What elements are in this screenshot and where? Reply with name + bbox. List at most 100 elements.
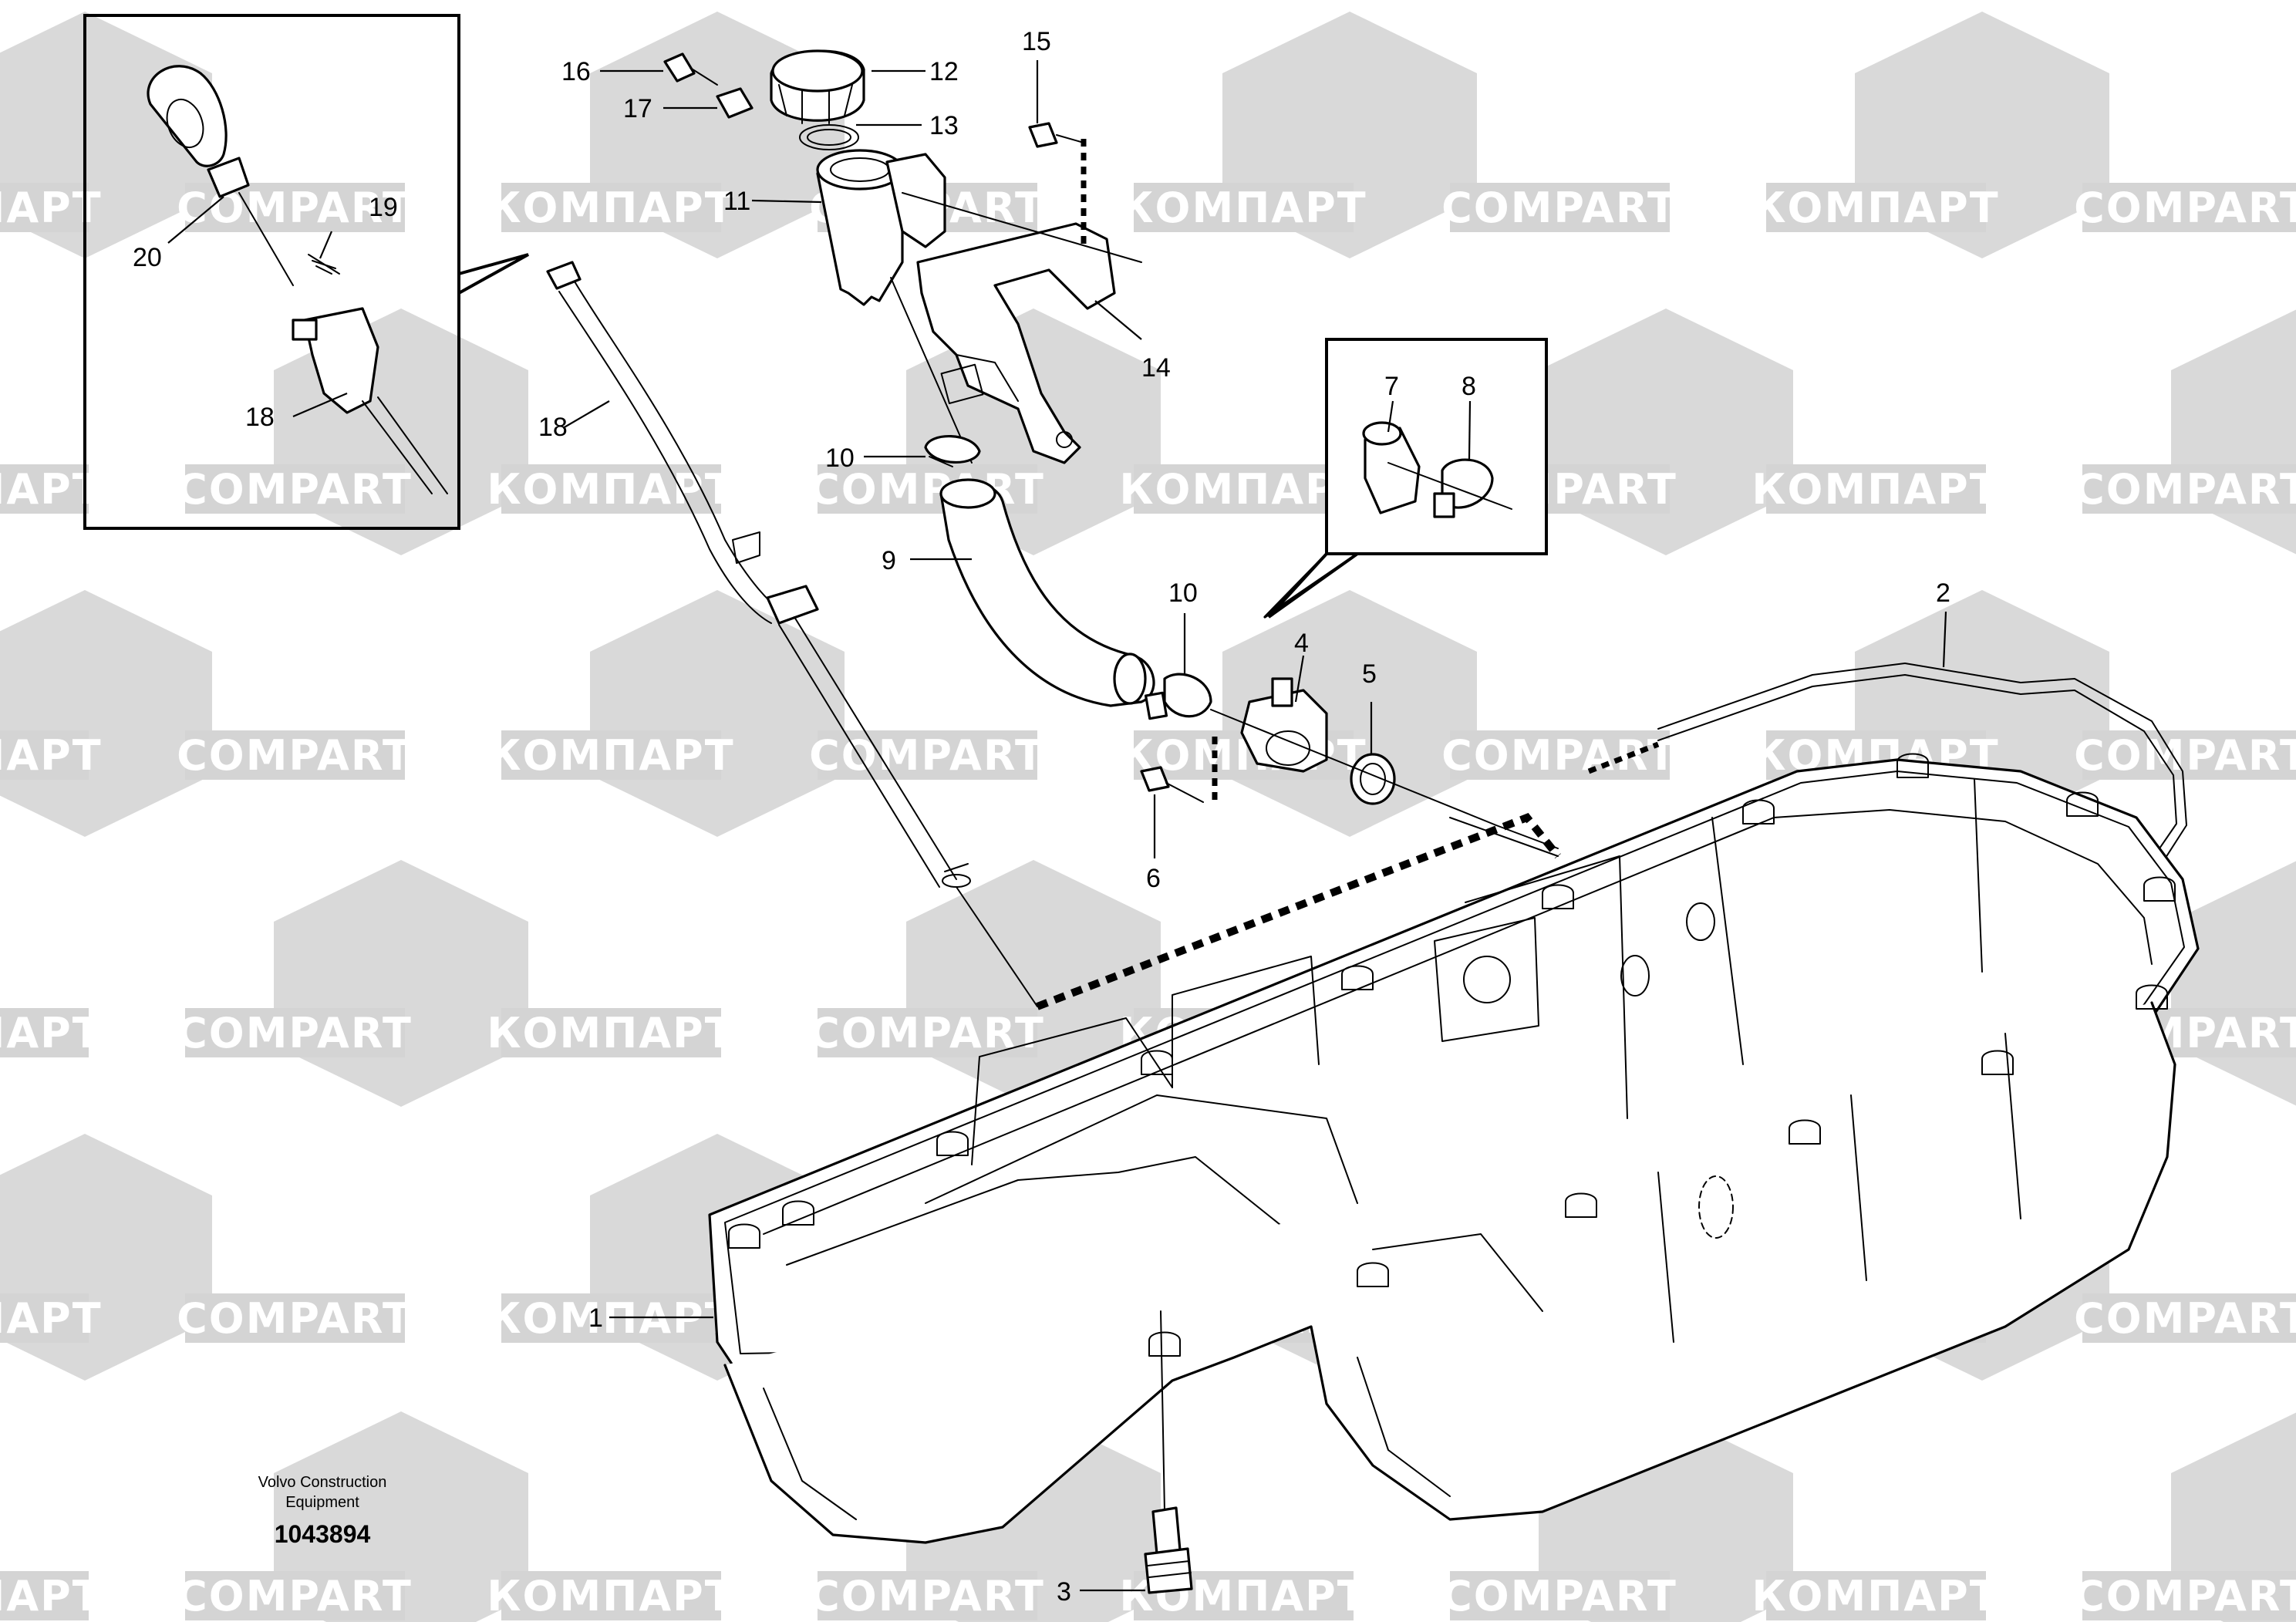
watermark-bar: [501, 464, 721, 514]
callout-10-lower: 10: [1168, 578, 1198, 608]
watermark-bar: [1766, 464, 1986, 514]
watermark-text: КОМПАРТ: [0, 1294, 103, 1343]
callout-14: 14: [1141, 353, 1171, 383]
watermark-bar: [2082, 464, 2296, 514]
watermark-bar: [185, 1293, 405, 1343]
callout-12: 12: [929, 57, 959, 86]
inset-dipstick-detail: [83, 14, 529, 530]
watermark-bar: [1450, 1571, 1670, 1620]
rim-bolt-boss: [1981, 1050, 2014, 1075]
watermark-bar: [1134, 464, 1354, 514]
watermark-text: КОМПАРТ: [487, 184, 734, 232]
watermark-text: COMPART: [1441, 731, 1677, 780]
rim-bolt-boss: [1789, 1119, 1821, 1145]
callout-13: 13: [929, 111, 959, 140]
caption-line-1: Volvo Construction: [258, 1474, 387, 1491]
callout-6: 6: [1146, 864, 1161, 893]
watermark-text: COMPART: [177, 1009, 413, 1057]
callout-labels: 1 2 3 4 5 6 7 8 9 10 10 11 12 13 14 15 1…: [133, 27, 1950, 1607]
callout-16: 16: [561, 57, 591, 86]
diagram-number: 1043894: [275, 1520, 371, 1548]
watermark-bar: [818, 1571, 1037, 1620]
watermark-bar: [501, 730, 721, 780]
caption-line-2: Equipment: [285, 1494, 359, 1511]
watermark-bar: [2082, 1571, 2296, 1620]
watermark-text: КОМПАРТ: [1752, 465, 1999, 514]
watermark-bar: [2082, 730, 2296, 780]
callout-10-upper: 10: [825, 443, 855, 473]
rim-bolt-boss: [2136, 984, 2168, 1010]
rim-bolt-boss: [728, 1223, 760, 1249]
watermark-text: КОМПАРТ: [1752, 184, 1999, 232]
watermark-text: COMPART: [809, 1572, 1045, 1620]
rim-bolt-boss: [1341, 965, 1374, 990]
watermark-bar: [0, 1571, 89, 1620]
watermark-bar: [185, 730, 405, 780]
rim-bolt-boss: [1141, 1050, 1173, 1075]
watermark-bar: [0, 464, 89, 514]
callout-15: 15: [1022, 27, 1051, 56]
watermark-text: COMPART: [2074, 465, 2296, 514]
rim-bolt-boss: [1742, 799, 1775, 824]
callout-2: 2: [1936, 578, 1950, 608]
rim-bolt-boss: [2143, 876, 2176, 902]
watermark-bar: [1450, 183, 1670, 232]
callout-19: 19: [369, 193, 398, 222]
rim-bolt-boss: [1148, 1331, 1181, 1357]
watermark-text: COMPART: [1441, 184, 1677, 232]
callout-1: 1: [588, 1303, 603, 1333]
callout-17: 17: [623, 94, 652, 123]
watermark-bar: [1766, 183, 1986, 232]
watermark-bar: [185, 1008, 405, 1057]
rim-bolt-boss: [2066, 791, 2099, 817]
drain-plug-part-3: [1144, 1310, 1193, 1594]
watermark-bar: [0, 730, 89, 780]
callout-9: 9: [882, 546, 896, 575]
watermark-bar: [501, 1008, 721, 1057]
callout-4: 4: [1294, 629, 1309, 658]
watermark-text: COMPART: [177, 1294, 413, 1343]
rim-bolt-boss: [1896, 753, 1929, 778]
callout-7: 7: [1384, 372, 1399, 401]
callout-5: 5: [1362, 659, 1377, 689]
watermark-text: КОМПАРТ: [0, 1572, 103, 1620]
watermark-text: COMPART: [2074, 1294, 2296, 1343]
callout-8: 8: [1462, 372, 1476, 401]
rim-bolt-boss: [1357, 1262, 1389, 1287]
callout-18-inset: 18: [245, 403, 275, 432]
watermark-text: КОМПАРТ: [487, 1572, 734, 1620]
callout-20: 20: [133, 243, 162, 272]
callout-3: 3: [1057, 1577, 1071, 1607]
watermark-bar: [0, 1293, 89, 1343]
watermark-bar: [501, 1571, 721, 1620]
watermark-text: COMPART: [809, 731, 1045, 780]
rim-bolt-boss: [1542, 884, 1574, 909]
watermark-text: COMPART: [177, 465, 413, 514]
watermark-text: КОМПАРТ: [487, 731, 734, 780]
watermark-bar: [185, 464, 405, 514]
watermark-bar: [0, 1008, 89, 1057]
watermark-text: COMPART: [177, 1572, 413, 1620]
watermark-bar: [1766, 1571, 1986, 1620]
watermark-text: КОМПАРТ: [0, 731, 103, 780]
watermark-text: КОМПАРТ: [1119, 184, 1367, 232]
watermark-text: COMPART: [177, 731, 413, 780]
watermark-bar: [501, 183, 721, 232]
watermark-text: COMPART: [809, 1009, 1045, 1057]
hose-and-clamp-assembly: [924, 434, 1561, 1010]
watermark-text: КОМПАРТ: [0, 465, 103, 514]
watermark-text: КОМПАРТ: [0, 184, 103, 232]
watermark-bar: [185, 1571, 405, 1620]
watermark-bar: [818, 1008, 1037, 1057]
oil-pan-part-1: [708, 663, 2200, 1544]
diagram-caption: Volvo Construction Equipment 1043894: [258, 1474, 387, 1548]
rim-bolt-boss: [782, 1200, 814, 1226]
watermark-text: КОМПАРТ: [487, 1009, 734, 1057]
callout-18: 18: [538, 413, 568, 442]
inset-clamp-detail: [1263, 338, 1548, 619]
callout-leaders: [167, 60, 1947, 1592]
watermark-bar: [818, 730, 1037, 780]
watermark-text: КОМПАРТ: [0, 1009, 103, 1057]
rim-bolt-boss: [936, 1131, 969, 1156]
